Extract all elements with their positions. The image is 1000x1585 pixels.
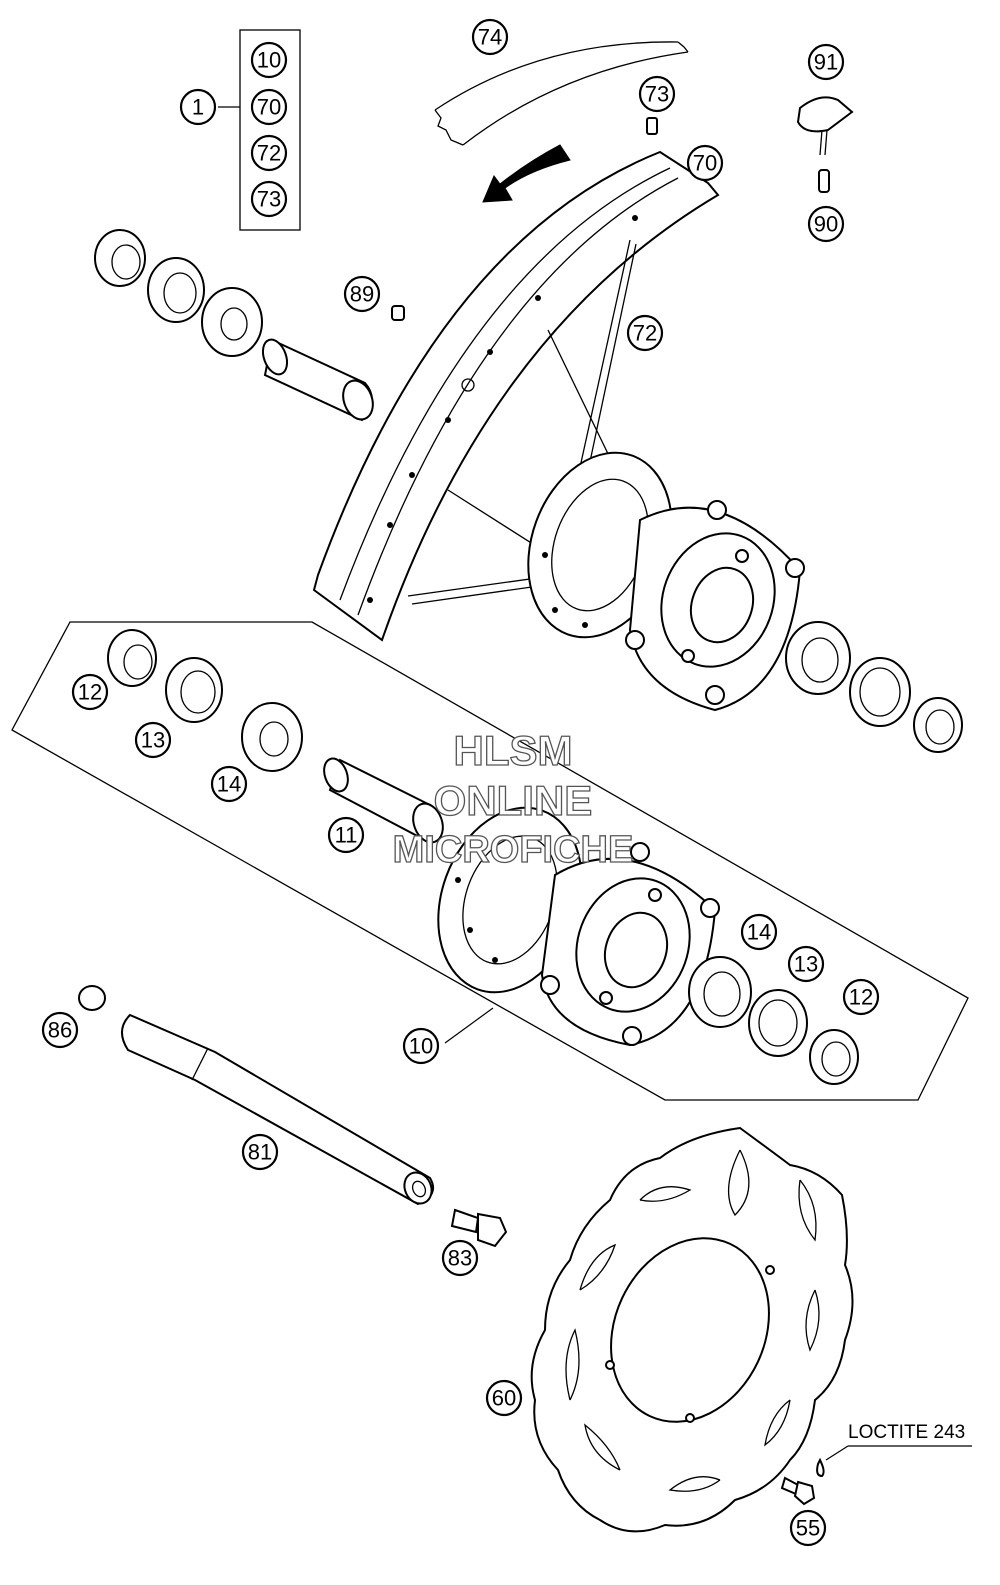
callout-83: 83 (441, 1239, 479, 1277)
lower-left-bearings (107, 629, 444, 844)
lower-right-bearings (688, 956, 859, 1085)
callout-70: 70 (250, 88, 288, 126)
svg-text:10: 10 (257, 48, 281, 73)
rim-tape (434, 41, 689, 146)
svg-text:11: 11 (335, 823, 358, 848)
callout-14: 14 (210, 765, 248, 803)
callout-13-right: 13 (787, 945, 825, 983)
svg-text:70: 70 (257, 95, 281, 120)
callout-12-right: 12 (842, 978, 880, 1016)
svg-text:1: 1 (192, 95, 204, 120)
upper-right-bearings (785, 621, 963, 753)
callout-11: 11 (327, 816, 365, 854)
svg-text:72: 72 (633, 321, 657, 346)
svg-text:12: 12 (78, 680, 102, 705)
svg-text:14: 14 (747, 920, 771, 945)
svg-text:74: 74 (478, 25, 502, 50)
loctite-note: LOCTITE 243 (848, 1422, 965, 1443)
upper-hub (527, 451, 805, 712)
svg-text:12: 12 (849, 985, 873, 1010)
svg-text:14: 14 (217, 772, 241, 797)
callout-13: 13 (134, 721, 172, 759)
kit-bracket (218, 29, 301, 231)
svg-text:73: 73 (645, 82, 669, 107)
svg-text:72: 72 (257, 141, 281, 166)
callout-10: 10 (250, 41, 288, 79)
callout-14-right: 14 (740, 913, 778, 951)
callout-72-spoke: 72 (626, 314, 664, 352)
callout-55: 55 (789, 1509, 827, 1547)
callout-74: 74 (471, 18, 509, 56)
callout-73-nipple: 73 (638, 75, 676, 113)
callout-91: 91 (807, 43, 845, 81)
hub-detail-box (11, 621, 969, 1101)
svg-text:86: 86 (48, 1018, 72, 1043)
callout-90: 90 (807, 205, 845, 243)
watermark-line-1: HLSM (454, 727, 573, 774)
valve-parts (391, 96, 854, 321)
disc-bolt (780, 1445, 972, 1506)
svg-text:73: 73 (257, 187, 281, 212)
callout-1: 1 (179, 88, 217, 126)
svg-text:13: 13 (141, 728, 165, 753)
svg-text:90: 90 (814, 212, 838, 237)
svg-text:83: 83 (448, 1246, 472, 1271)
svg-text:81: 81 (248, 1140, 272, 1165)
lower-hub (437, 806, 720, 1047)
upper-left-bearings (94, 229, 374, 422)
callout-60: 60 (485, 1379, 523, 1417)
svg-text:70: 70 (693, 151, 717, 176)
watermark-line-2: ONLINE (434, 777, 593, 824)
callout-86: 86 (41, 1011, 79, 1049)
axle-parts (78, 985, 508, 1248)
wheel-rim (312, 150, 720, 642)
svg-text:55: 55 (796, 1516, 820, 1541)
callout-10-hub: 10 (402, 1027, 440, 1065)
svg-text:10: 10 (409, 1034, 433, 1059)
callout-81: 81 (241, 1133, 279, 1171)
callout-89: 89 (343, 275, 381, 313)
callout-12: 12 (71, 673, 109, 711)
callout-72: 72 (250, 134, 288, 172)
callout-73: 73 (250, 180, 288, 218)
rotation-arrow (482, 144, 571, 203)
callout-70-rim: 70 (686, 144, 724, 182)
watermark-line-3: MICROFICHE (393, 829, 634, 871)
watermark: HLSM ONLINE MICROFICHE (392, 726, 634, 871)
svg-text:91: 91 (814, 50, 838, 75)
svg-text:13: 13 (794, 952, 818, 977)
brake-disc (530, 1126, 854, 1533)
svg-text:60: 60 (492, 1386, 516, 1411)
svg-text:89: 89 (350, 282, 374, 307)
